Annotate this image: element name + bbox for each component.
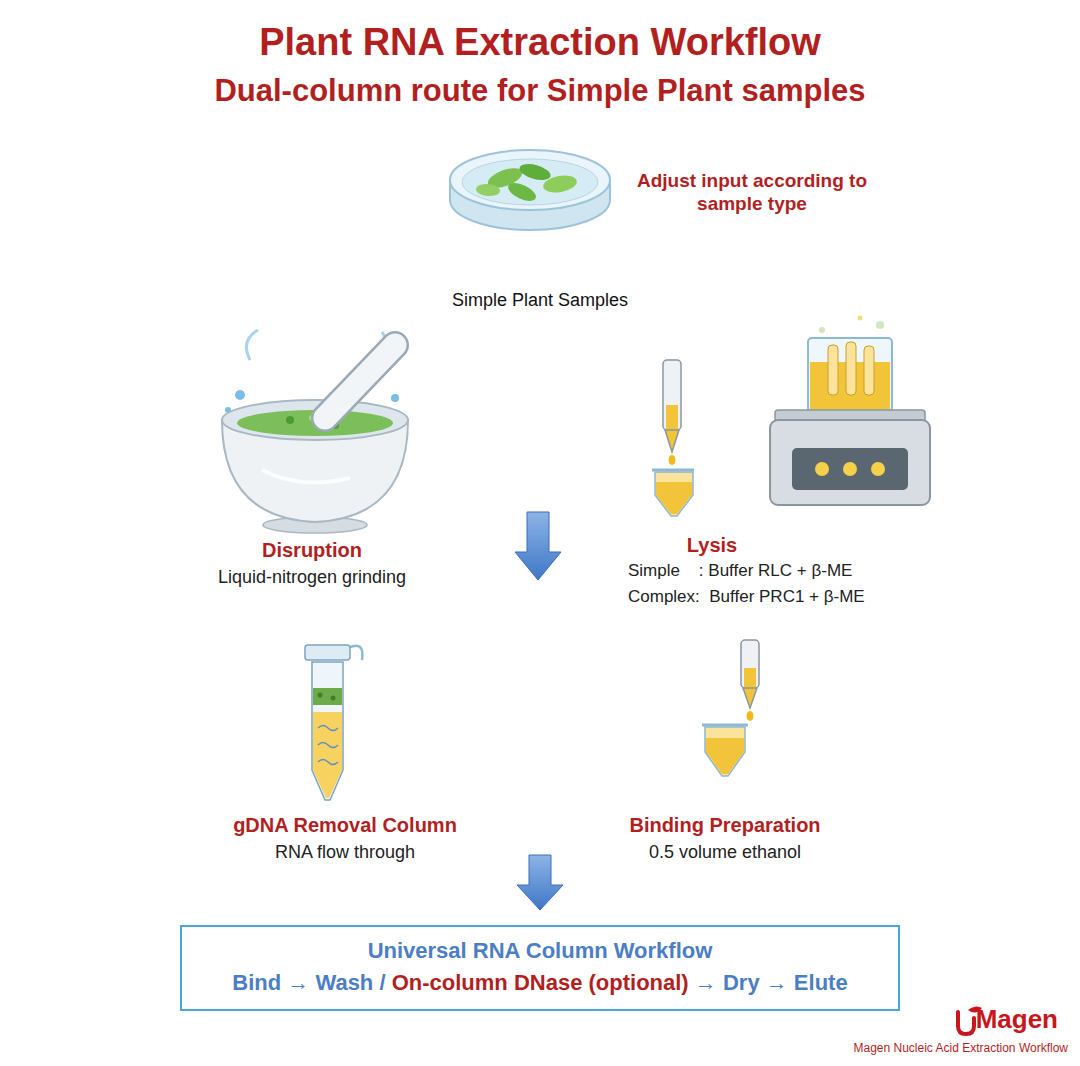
note: Adjust input according to sample type [627, 170, 877, 216]
lysis-pipette [655, 472, 693, 516]
spin-column [305, 645, 350, 660]
binding-pipette [702, 724, 748, 727]
heat-block [828, 345, 838, 395]
spin-column [312, 662, 343, 800]
box-step: → Dry → Elute [695, 970, 848, 995]
binding-pipette [743, 688, 757, 708]
step-heading: gDNA Removal Column [233, 813, 457, 837]
binding-pipette [747, 711, 754, 721]
lysis-pipette [665, 430, 679, 452]
heat-block [876, 321, 884, 329]
mortar-pestle [235, 390, 245, 400]
lysis-pipette [652, 360, 694, 516]
heat-block [858, 316, 863, 321]
petri-dish [542, 173, 578, 195]
binding-pipette [705, 727, 745, 776]
mortar-pestle [222, 330, 408, 533]
box-step: On-column DNase (optional) [392, 970, 689, 995]
spin-column [305, 645, 362, 800]
box-heading: Universal RNA Column Workflow [368, 938, 713, 963]
mortar-pestle [325, 345, 395, 418]
binding-pipette [702, 640, 759, 776]
mortar-pestle [325, 345, 395, 418]
title: Plant RNA Extraction Workflow [0, 20, 1080, 66]
subtitle: Dual-column route for Simple Plant sampl… [214, 72, 865, 109]
sample-label: Simple Plant Samples [452, 290, 628, 312]
flow-arrow [517, 855, 563, 910]
spin-column [318, 726, 338, 731]
binding-pipette [741, 640, 759, 688]
spin-column [318, 693, 323, 698]
petri-dish [462, 159, 598, 205]
mortar-pestle [262, 470, 350, 483]
lysis-pipette [669, 455, 676, 465]
binding-pipette [706, 738, 744, 774]
step-heading: Lysis [687, 533, 737, 557]
workflow-box: Universal RNA Column WorkflowBind → Wash… [180, 925, 900, 1011]
spin-column [318, 743, 338, 748]
step-detail: Liquid-nitrogen grinding [218, 567, 406, 589]
petri-dish [505, 179, 538, 204]
heat-block [808, 338, 892, 412]
heat-block [819, 327, 825, 333]
heat-block [815, 462, 829, 476]
heat-block [770, 316, 930, 506]
watermark: Magen Nucleic Acid Extraction Workflow [853, 1041, 1068, 1055]
petri-dish [450, 150, 610, 230]
text-row: Universal RNA Column Workflow [202, 935, 878, 967]
flow-arrow [517, 855, 563, 910]
heat-block [864, 346, 874, 395]
heat-block [846, 342, 856, 395]
spin-column [313, 712, 342, 798]
petri-dish [450, 150, 610, 210]
mortar-pestle [246, 330, 258, 360]
box-step: Bind → Wash / [232, 970, 385, 995]
lysis-pipette [656, 482, 692, 514]
logo-text: Magen [976, 1004, 1058, 1035]
spin-column [318, 760, 338, 765]
logo-icon [958, 1012, 974, 1034]
step-detail: Simple : Buffer RLC + β-ME [628, 561, 852, 581]
flow-arrow [515, 512, 561, 580]
petri-dish [518, 161, 553, 183]
step-heading: Disruption [262, 538, 362, 562]
heat-block [770, 420, 930, 505]
flow-arrow [515, 512, 561, 580]
lysis-pipette [663, 360, 681, 430]
step-detail: Complex: Buffer PRC1 + β-ME [628, 587, 865, 607]
heat-block [843, 462, 857, 476]
lysis-pipette [666, 405, 678, 430]
spin-column [331, 696, 336, 701]
step-heading: Binding Preparation [629, 813, 820, 837]
mortar-pestle [391, 394, 399, 402]
mortar-pestle [286, 416, 294, 424]
binding-pipette [744, 668, 756, 688]
petri-dish [476, 183, 501, 197]
text-row: Bind → Wash / On-column DNase (optional)→… [202, 967, 878, 999]
step-detail: 0.5 volume ethanol [649, 842, 801, 864]
heat-block [871, 462, 885, 476]
lysis-pipette [652, 469, 694, 472]
heat-block [792, 448, 908, 490]
spin-column [313, 688, 342, 705]
step-detail: RNA flow through [275, 842, 415, 864]
